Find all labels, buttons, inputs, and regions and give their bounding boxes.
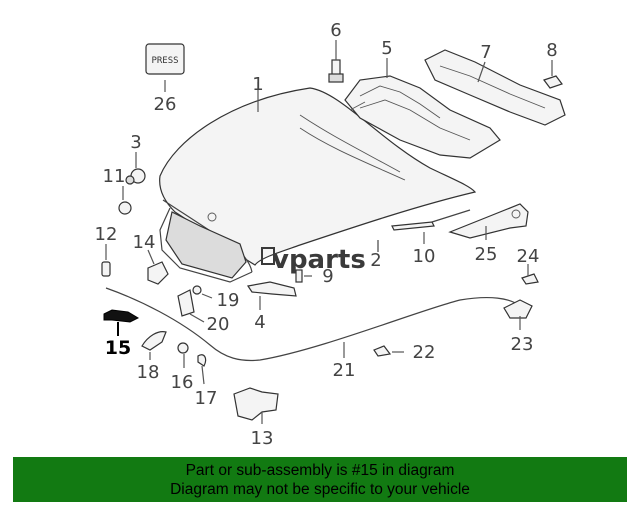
callout-10: 10 bbox=[413, 246, 436, 267]
part-26-press-label[interactable]: PRESS bbox=[145, 43, 185, 75]
callout-12: 12 bbox=[95, 224, 118, 245]
part-10-gas-strut[interactable] bbox=[391, 209, 471, 231]
part-6-bolt[interactable] bbox=[328, 59, 344, 83]
part-23-latch[interactable] bbox=[503, 299, 533, 319]
part-18-cover[interactable] bbox=[141, 331, 167, 351]
part-24-clip[interactable] bbox=[521, 273, 539, 285]
part-25-hinge-assembly[interactable] bbox=[448, 203, 529, 239]
callout-25: 25 bbox=[475, 244, 498, 265]
callout-7: 7 bbox=[480, 42, 491, 63]
callout-9: 9 bbox=[322, 266, 333, 287]
callout-21: 21 bbox=[333, 360, 356, 381]
part-15-release-handle[interactable] bbox=[103, 309, 140, 323]
part-5-hood-insulator[interactable] bbox=[344, 75, 501, 159]
callout-20: 20 bbox=[207, 314, 230, 335]
part-12-bumper[interactable] bbox=[101, 261, 111, 277]
callout-26: 26 bbox=[154, 94, 177, 115]
part-14-bracket[interactable] bbox=[147, 261, 169, 285]
part-21-release-cable[interactable] bbox=[105, 287, 521, 362]
part-17-clip[interactable] bbox=[197, 354, 207, 367]
banner-line-1: Part or sub-assembly is #15 in diagram bbox=[185, 462, 455, 479]
part-3-grommet[interactable] bbox=[125, 168, 146, 185]
part-16-clip[interactable] bbox=[177, 342, 189, 354]
press-label-text: PRESS bbox=[151, 56, 178, 66]
callout-8: 8 bbox=[546, 40, 557, 61]
callout-22: 22 bbox=[413, 342, 436, 363]
callout-23: 23 bbox=[511, 334, 534, 355]
part-7-reinforcement[interactable] bbox=[424, 49, 566, 126]
watermark-text: vparts bbox=[272, 245, 366, 275]
callout-5: 5 bbox=[381, 38, 392, 59]
part-20-bracket[interactable] bbox=[177, 289, 195, 317]
callout-15: 15 bbox=[105, 337, 131, 359]
callout-16: 16 bbox=[171, 372, 194, 393]
callout-14: 14 bbox=[133, 232, 156, 253]
banner-line-2: Diagram may not be specific to your vehi… bbox=[170, 481, 470, 498]
callout-13: 13 bbox=[251, 428, 274, 449]
callout-11: 11 bbox=[103, 166, 126, 187]
part-9-bolt[interactable] bbox=[295, 269, 303, 283]
part-13-lock[interactable] bbox=[233, 387, 279, 421]
part-4-hinge[interactable] bbox=[246, 281, 297, 297]
callout-4: 4 bbox=[254, 312, 265, 333]
watermark-logo: vparts bbox=[261, 245, 366, 275]
part-19-clip[interactable] bbox=[192, 285, 202, 295]
callout-1: 1 bbox=[252, 74, 263, 95]
callout-19: 19 bbox=[217, 290, 240, 311]
callout-24: 24 bbox=[517, 246, 540, 267]
callout-17: 17 bbox=[195, 388, 218, 409]
part-22-clip[interactable] bbox=[373, 345, 392, 357]
callout-18: 18 bbox=[137, 362, 160, 383]
part-11-nut[interactable] bbox=[118, 201, 132, 215]
parts-diagram: PRESS 26 1 5 6 7 8 bbox=[95, 20, 566, 449]
callout-6: 6 bbox=[330, 20, 341, 41]
part-8-clip[interactable] bbox=[543, 75, 563, 89]
callout-2: 2 bbox=[370, 250, 381, 271]
callout-3: 3 bbox=[130, 132, 141, 153]
info-banner: Part or sub-assembly is #15 in diagram D… bbox=[13, 457, 627, 502]
part-1-hood[interactable] bbox=[159, 87, 477, 283]
